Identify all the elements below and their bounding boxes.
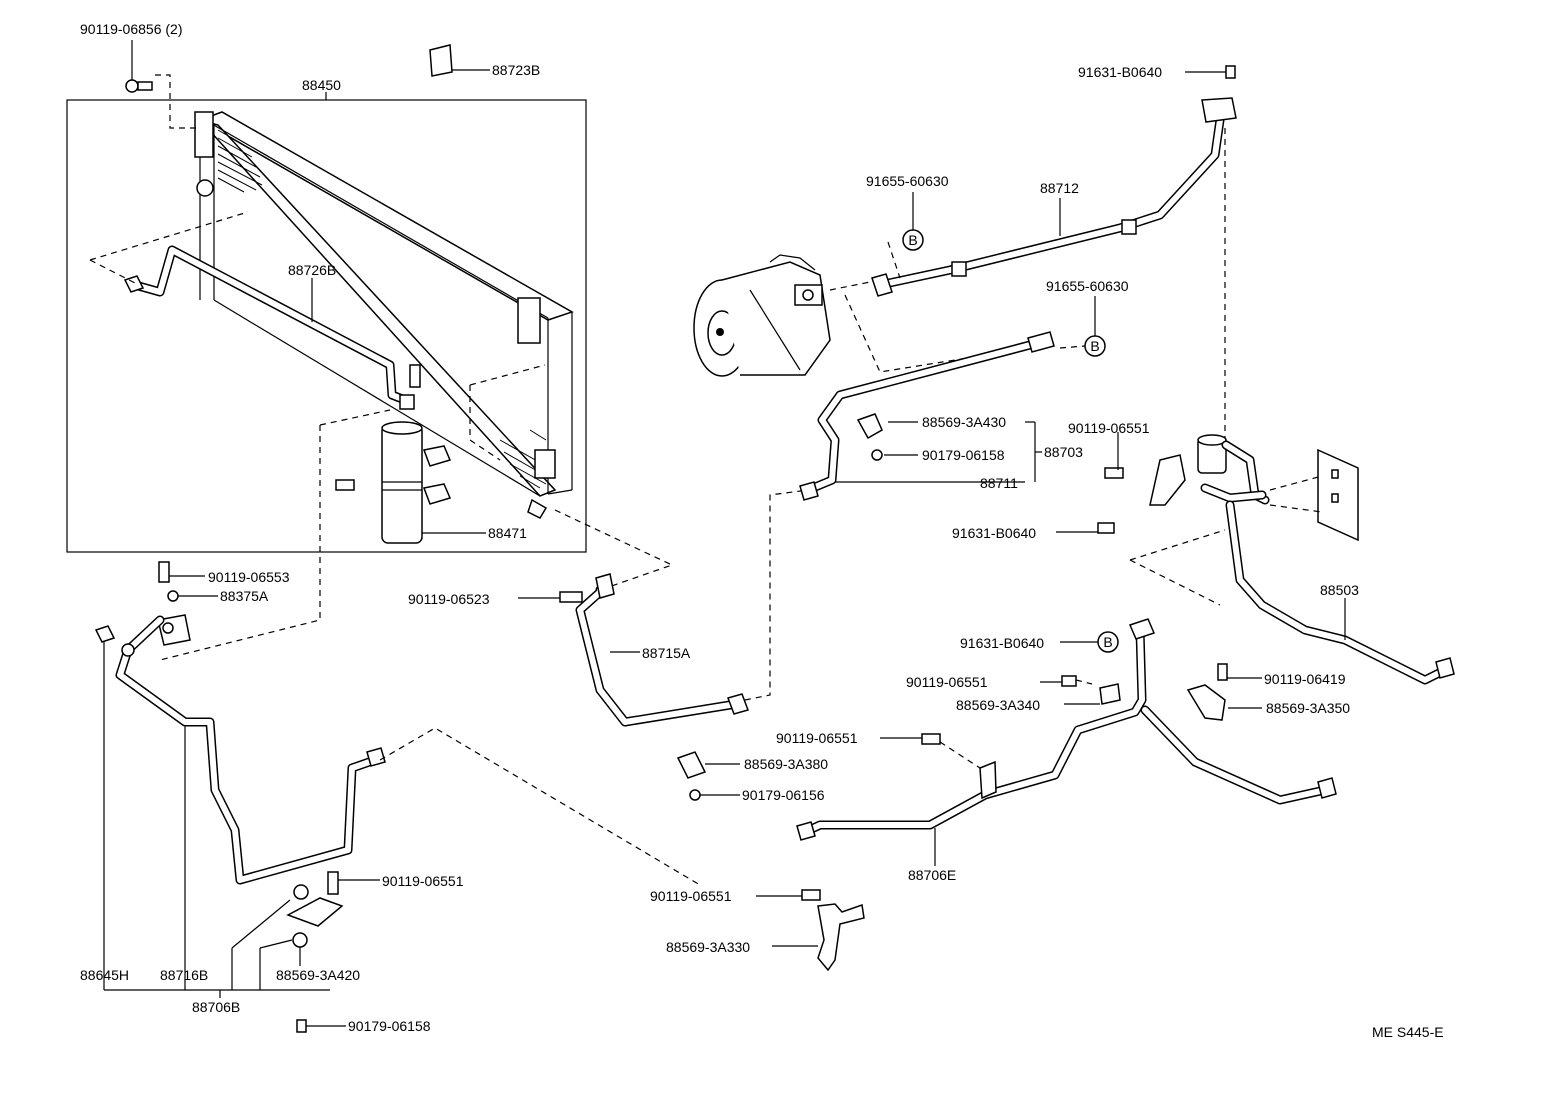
dashed-oring-mid: [1059, 345, 1086, 349]
tube-88716b: [115, 615, 386, 990]
label-receiver-88471: 88471: [488, 525, 527, 541]
condenser-dashed-leaders: [89, 74, 674, 661]
dashed-right-b: [1129, 559, 1221, 606]
dashed-oring-top: [887, 241, 901, 279]
oring-b-lower: B: [1060, 631, 1119, 653]
dashed-right-a: [1129, 529, 1226, 561]
label-tube-88503: 88503: [1320, 582, 1359, 598]
label-nut-90179-06156: 90179-06156: [742, 787, 825, 803]
clamp-3a350-group: [1186, 663, 1262, 721]
tube-88715a: [518, 573, 749, 727]
label-tube-88706e: 88706E: [908, 867, 956, 883]
label-oring-88375a: 88375A: [220, 588, 269, 604]
cover-88723b: [429, 44, 490, 77]
oring-b-top: B: [902, 192, 924, 251]
label-tube-88715a: 88715A: [642, 645, 691, 661]
label-clamp-88569-3a420: 88569-3A420: [276, 967, 360, 983]
oring-88375a: [167, 590, 218, 602]
label-condenser-88450: 88450: [302, 77, 341, 93]
label-clamp-88569-3a380: 88569-3A380: [744, 756, 828, 772]
dashed-compressor-a: [829, 281, 871, 291]
firewall-plate: [1269, 448, 1359, 542]
label-oring-91655-60630-top: 91655-60630: [866, 173, 949, 189]
label-bolt-90119-06551-lower: 90119-06551: [382, 873, 464, 889]
label-tube-88706b: 88706B: [192, 999, 240, 1015]
tube-88706e: [796, 618, 1337, 866]
hose-88711: [799, 331, 1055, 501]
label-clamp-88569-3a430: 88569-3A430: [922, 414, 1006, 430]
label-nut-90179-06158-mid: 90179-06158: [922, 447, 1005, 463]
label-bolt-91631-b0640-mid: 91631-B0640: [952, 525, 1036, 541]
label-bolt-90119-06523: 90119-06523: [408, 591, 490, 607]
label-group-88703: 88703: [1044, 444, 1083, 460]
label-bolt-91631-b0640-b: 91631-B0640: [960, 635, 1044, 651]
clamp-3a330-group: [756, 889, 865, 972]
diagram-code: ME S445-E: [1372, 1024, 1444, 1040]
oring-b-mid: B: [1084, 296, 1106, 357]
symbol-b-lower: B: [1103, 634, 1112, 650]
symbol-b-top: B: [908, 232, 917, 248]
label-cover-88723b: 88723B: [492, 62, 540, 78]
label-nut-90179-06158-lower: 90179-06158: [348, 1018, 431, 1034]
expansion-valve-assembly: [1056, 432, 1270, 534]
label-bolt-90119-06553: 90119-06553: [208, 569, 290, 585]
label-bolt-90119-06419: 90119-06419: [1264, 671, 1346, 687]
clamp-3a340-group: [1040, 675, 1121, 705]
label-bolt-90119-06551-c: 90119-06551: [906, 674, 988, 690]
label-clamp-88569-3a350: 88569-3A350: [1266, 700, 1350, 716]
label-hose-88645h: 88645H: [80, 967, 129, 983]
label-hose-88712: 88712: [1040, 180, 1079, 196]
tube-88503: [1225, 500, 1455, 685]
group-88703: [856, 413, 1042, 482]
label-bolt-90119-06551-right: 90119-06551: [1068, 420, 1150, 436]
clamp-block-left: [157, 614, 191, 646]
label-tube-88726b: 88726B: [288, 262, 336, 278]
label-oring-91655-60630-mid: 91655-60630: [1046, 278, 1129, 294]
label-bolt-90119-06551-e: 90119-06551: [650, 888, 732, 904]
bolt-90119-06856: [125, 40, 153, 93]
condenser-bolts: [335, 364, 421, 491]
part-labels: 90119-06856 (2) 88450 88723B 88726B 8847…: [80, 21, 1444, 1040]
hose-88712: [871, 65, 1237, 297]
label-tube-88716b: 88716B: [160, 967, 208, 983]
tube-88726b: [123, 245, 415, 410]
symbol-b-mid: B: [1090, 338, 1099, 354]
compressor: [693, 254, 831, 377]
label-bolt-91631-b0640-top: 91631-B0640: [1078, 64, 1162, 80]
receiver-dryer-88471: [381, 421, 486, 544]
label-clamp-88569-3a330: 88569-3A330: [666, 939, 750, 955]
clamp-3a380-group: [676, 733, 941, 801]
label-hose-88711: 88711: [980, 475, 1018, 491]
hose-88645h: [94, 625, 116, 990]
dashed-compressor-b: [844, 294, 1031, 373]
condenser-core: [194, 111, 574, 519]
label-clamp-88569-3a340: 88569-3A340: [956, 697, 1040, 713]
label-bolt-90119-06856: 90119-06856 (2): [80, 21, 182, 37]
label-bolt-90119-06551-d: 90119-06551: [776, 730, 858, 746]
dashed-leader-88711: [744, 489, 809, 701]
clamp-group-lower-left: [104, 871, 380, 1033]
bolt-90119-06553: [158, 561, 205, 583]
dashed-leader-lower-left: [379, 727, 701, 886]
condenser-assembly-box: [66, 92, 587, 553]
